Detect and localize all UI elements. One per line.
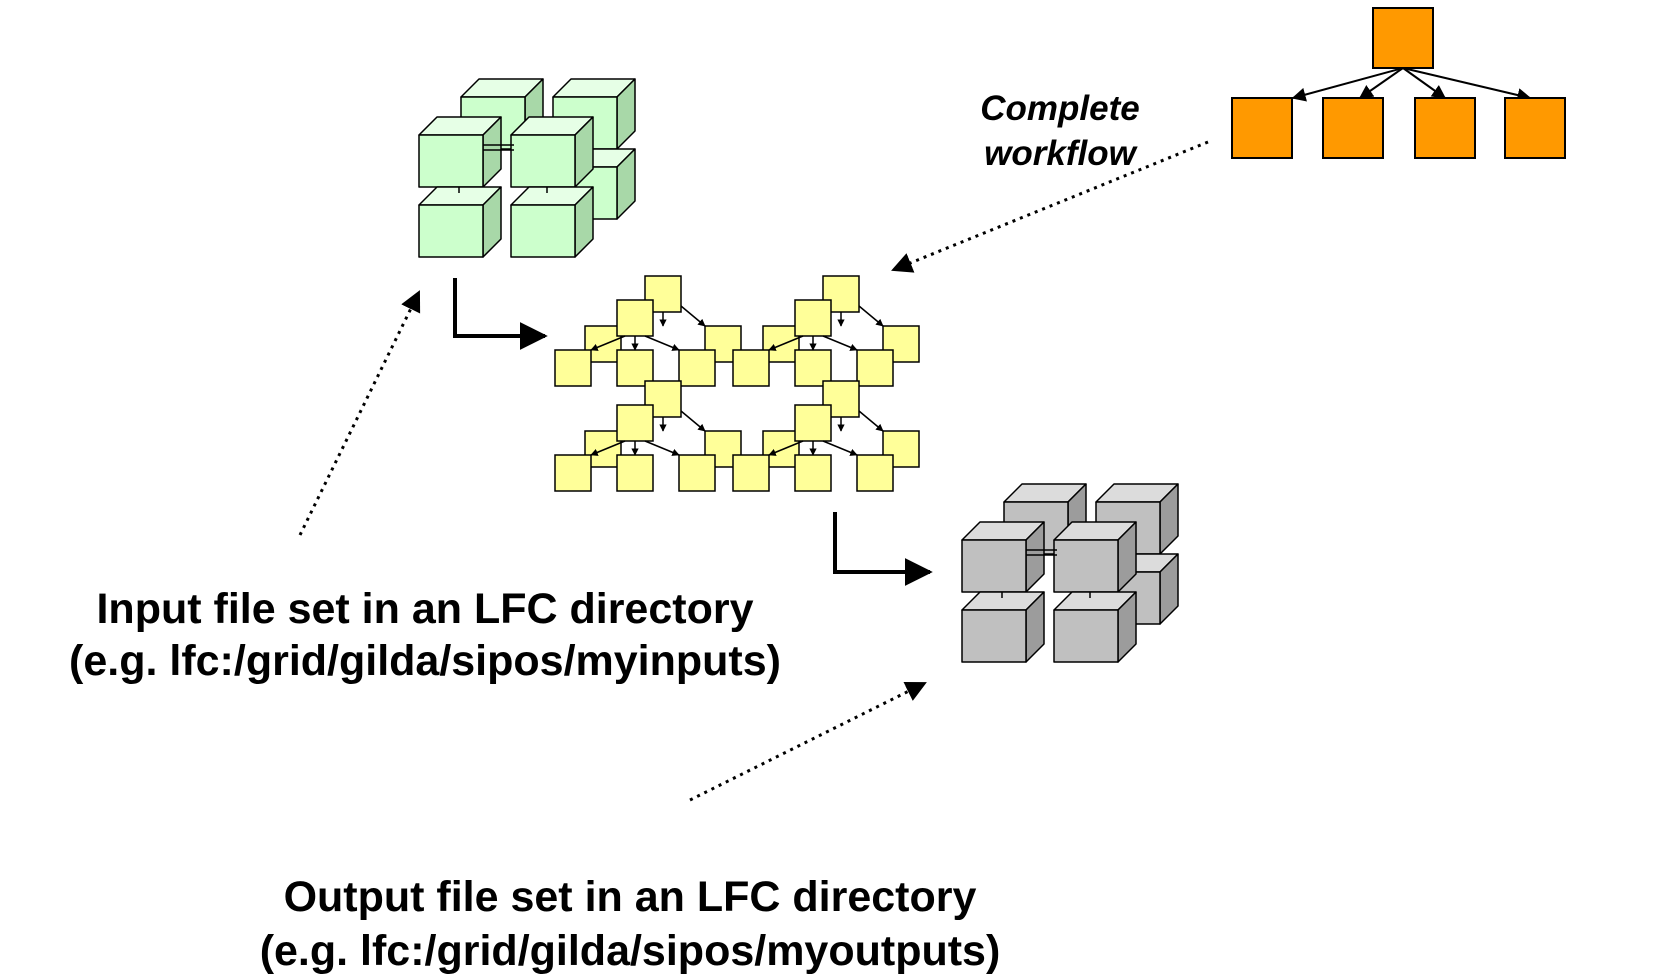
file-cube [1053,591,1137,663]
file-cube [961,591,1045,663]
job-node [856,454,894,492]
file-cube [418,116,502,188]
job-node [822,380,860,418]
job-node [732,454,770,492]
job-edge [768,335,804,351]
job-edge [680,305,706,327]
output-file-set-cubes [961,483,1179,663]
workflow-label-line2: workflow [984,134,1136,173]
workflow-label-line1: Complete [980,89,1140,128]
job-node [794,299,832,337]
workflow-edge [1358,67,1404,99]
job-node [794,404,832,442]
job-edge [822,440,858,456]
job-node [678,349,716,387]
workflow-child-node [1231,97,1293,159]
output-label-line1: Output file set in an LFC directory [283,873,977,921]
job-node [794,349,832,387]
workflow-child-node [1504,97,1566,159]
workflow-edge [1291,67,1404,102]
job-node [554,454,592,492]
workflow-child-node [1322,97,1384,159]
workflow-tree [1231,7,1566,159]
jobs-to-output-arrow [833,512,933,586]
file-cube [510,116,594,188]
job-edge [858,305,884,327]
input-label-line2: (e.g. lfc:/grid/gilda/sipos/myinputs) [69,637,781,685]
job-node [616,454,654,492]
input-file-set-cubes [418,78,636,258]
job-edge [590,335,626,351]
job-node [732,349,770,387]
output-label-line2: (e.g. lfc:/grid/gilda/sipos/myoutputs) [259,927,1001,975]
job-node [794,454,832,492]
input-label-line1: Input file set in an LFC directory [96,585,754,633]
workflow-pointer-arrow [891,140,1209,273]
workflow-edge [1402,67,1447,99]
workflow-edge [1402,67,1532,102]
job-node [856,349,894,387]
job-node [616,404,654,442]
complete-workflow-label: Complete workflow [930,86,1190,176]
job-edge [590,440,626,456]
job-node [616,349,654,387]
job-node [616,299,654,337]
output-file-set-label: Output file set in an LFC directory (e.g… [180,870,1080,978]
file-cube [510,186,594,258]
workflow-root-node [1372,7,1434,69]
job-node [554,349,592,387]
workflow-child-node [1414,97,1476,159]
job-edge [644,440,680,456]
job-edge [768,440,804,456]
job-node [678,454,716,492]
input-to-jobs-arrow [453,278,548,350]
output-pointer-arrow [689,681,927,802]
job-edge [680,410,706,432]
job-node [882,430,920,468]
file-cube [418,186,502,258]
file-cube [1053,521,1137,593]
job-edge [822,335,858,351]
job-node [644,380,682,418]
job-instance-grid [554,275,920,492]
input-pointer-arrow [298,290,421,536]
job-edge [644,335,680,351]
job-edge [858,410,884,432]
input-file-set-label: Input file set in an LFC directory (e.g.… [0,583,850,687]
file-cube [961,521,1045,593]
